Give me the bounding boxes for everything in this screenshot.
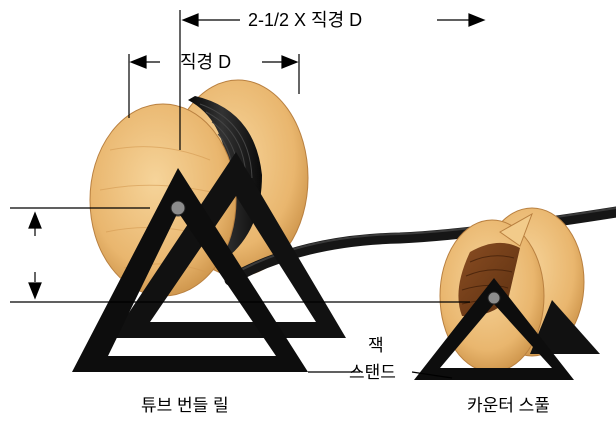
overall-distance-label: 2-1/2 X 직경 D — [248, 10, 363, 30]
dimension-lines — [10, 10, 486, 379]
right-jack-stand-back — [530, 300, 600, 354]
left-jack-stand-back — [112, 152, 346, 338]
left-jack-stand-front — [72, 168, 308, 372]
jack-stand-label-line2: 스탠드 — [349, 363, 396, 382]
reel-diameter-label: 직경 D — [180, 52, 232, 72]
counter-spool-caption: 카운터 스풀 — [467, 396, 550, 415]
right-hub-pin — [487, 291, 501, 305]
jack-stand-label-line1: 잭 — [368, 336, 384, 355]
left-hub-pin — [170, 200, 186, 216]
tube-bundle-reel-caption: 튜브 번들 릴 — [141, 396, 229, 415]
